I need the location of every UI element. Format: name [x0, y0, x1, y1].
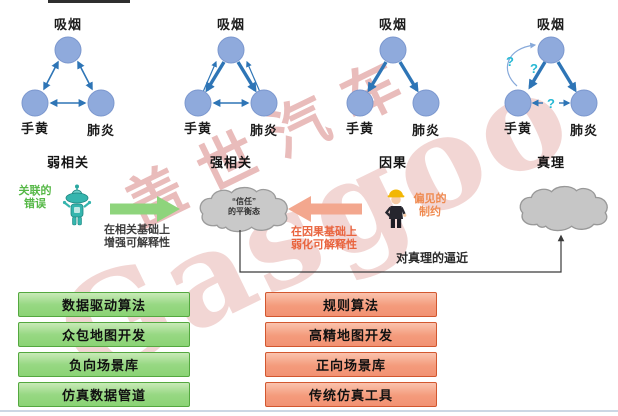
box-negative-scenario-library: 负向场景库 [18, 352, 190, 377]
node-label-pneumonia: 肺炎 [569, 123, 598, 138]
node-label-yellow-hands: 手黄 [20, 121, 49, 136]
box-rule-based-algorithm: 规则算法 [265, 292, 437, 317]
node-label-pneumonia: 肺炎 [411, 123, 440, 138]
node-label-smoking: 吸烟 [53, 17, 82, 32]
node-label-pneumonia: 肺炎 [86, 123, 115, 138]
node-label-smoking: 吸烟 [536, 17, 565, 32]
question-mark: ? [547, 96, 555, 111]
truth-approach-label: 对真理的逼近 [396, 251, 469, 265]
bottom-divider [0, 410, 618, 412]
triangle-graph-causal [346, 36, 440, 117]
box-hd-map: 高精地图开发 [265, 322, 437, 347]
node-label-yellow-hands: 手黄 [183, 121, 212, 136]
orange-left-arrow [288, 196, 362, 222]
triangle-graph-weak [21, 36, 115, 117]
box-crowdsourced-map: 众包地图开发 [18, 322, 190, 347]
trust-balance-cloud: “信任” 的平衡态 [196, 184, 292, 234]
node-label-yellow-hands: 手黄 [503, 121, 532, 136]
question-mark: ? [530, 61, 538, 76]
box-traditional-simulation-tools: 传统仿真工具 [265, 382, 437, 407]
green-arrow-note: 在相关基础上 增强可解释性 [104, 224, 170, 249]
triangle-graph-strong [184, 36, 278, 117]
green-right-arrow [110, 196, 180, 222]
node-label-yellow-hands: 手黄 [345, 121, 374, 136]
worker-icon [384, 189, 407, 228]
triangle-graph-truth: ? ? ? [504, 36, 598, 117]
truth-cloud [514, 184, 614, 232]
bias-constraint-label: 偏见的 制约 [413, 193, 447, 218]
diagram-weak-correlation: 吸烟 手黄 肺炎 [0, 10, 143, 150]
orange-arrow-note: 在因果基础上 弱化可解释性 [291, 226, 357, 251]
box-simulation-data-pipeline: 仿真数据管道 [18, 382, 190, 407]
caption-strong-correlation: 强相关 [209, 155, 252, 170]
robot-icon [62, 184, 92, 226]
diagram-truth: 吸烟 ? ? ? 手黄 肺炎 [476, 10, 618, 150]
cropped-top-divider [48, 0, 130, 3]
caption-causal: 因果 [378, 155, 407, 170]
diagram-strong-correlation: 吸烟 手黄 肺炎 [156, 10, 306, 150]
diagram-causal: 吸烟 手黄 肺炎 [318, 10, 468, 150]
association-error-label: 关联的 错误 [18, 185, 52, 210]
cloud-shape [519, 185, 608, 232]
box-data-driven-algorithm: 数据驱动算法 [18, 292, 190, 317]
node-label-smoking: 吸烟 [216, 17, 245, 32]
caption-truth: 真理 [536, 155, 565, 170]
node-label-pneumonia: 肺炎 [249, 123, 278, 138]
node-label-smoking: 吸烟 [378, 17, 407, 32]
caption-weak-correlation: 弱相关 [46, 155, 89, 170]
trust-cloud-text: “信任” 的平衡态 [228, 197, 260, 216]
question-mark: ? [506, 54, 514, 69]
box-positive-scenario-library: 正向场景库 [265, 352, 437, 377]
